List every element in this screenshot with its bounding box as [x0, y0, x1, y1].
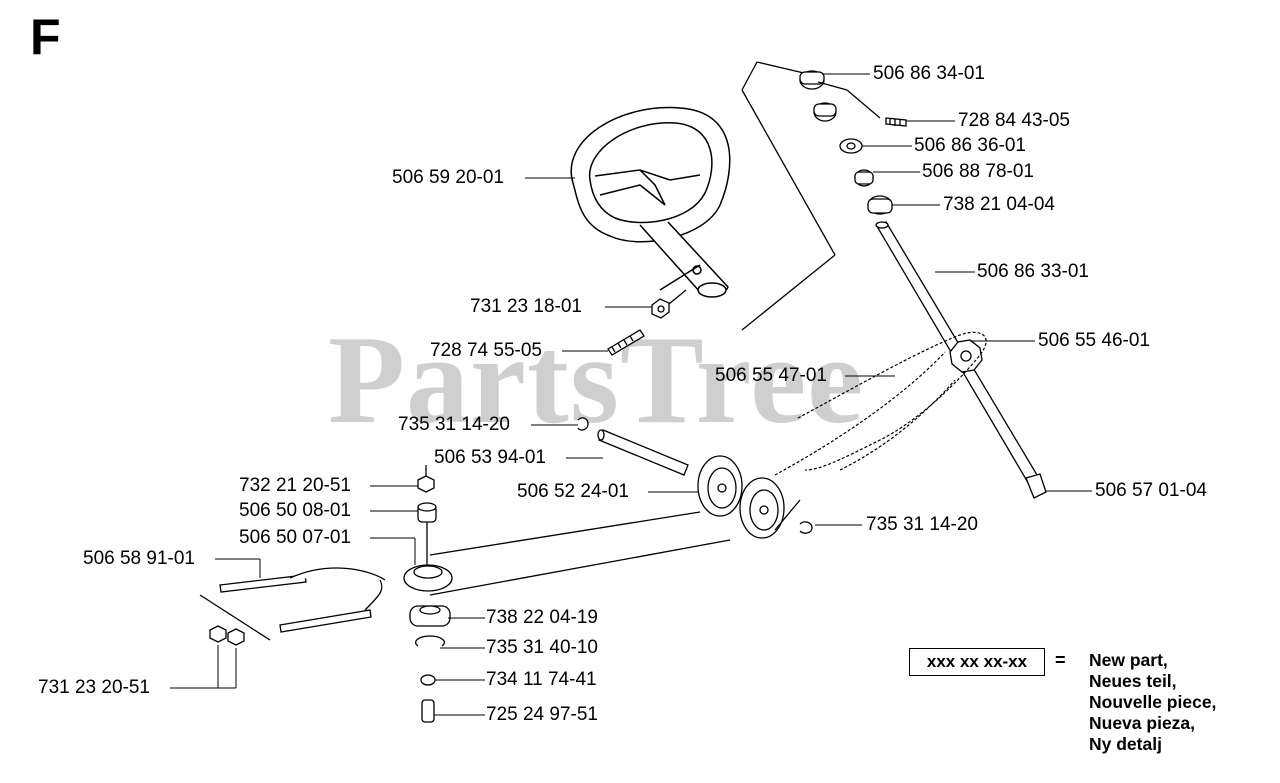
legend-placeholder-box: xxx xx xx-xx: [909, 648, 1045, 676]
part-label[interactable]: 731 23 20-51: [38, 677, 150, 698]
pulley-pair-drawing: [697, 455, 813, 539]
section-letter: F: [30, 9, 61, 65]
legend-line: Neues teil,: [1089, 671, 1177, 691]
part-label[interactable]: 732 21 20-51: [239, 475, 351, 496]
part-label[interactable]: 506 58 91-01: [83, 548, 195, 569]
belt-drawing: [429, 499, 801, 596]
legend-line: Nouvelle piece,: [1089, 692, 1217, 712]
part-label[interactable]: 506 50 08-01: [239, 500, 351, 521]
pin-shaft-drawing: [577, 417, 689, 476]
legend-line: New part,: [1089, 650, 1168, 670]
legend-line: Ny detalj: [1089, 734, 1162, 754]
part-label[interactable]: 728 74 55-05: [430, 340, 542, 361]
part-label[interactable]: 506 55 47-01: [715, 365, 827, 386]
part-label[interactable]: 738 22 04-19: [486, 607, 598, 628]
legend-equals: =: [1055, 650, 1066, 670]
part-label[interactable]: 738 21 04-04: [943, 194, 1055, 215]
part-label[interactable]: 506 50 07-01: [239, 527, 351, 548]
shaft-bushing-stack: [799, 70, 907, 215]
part-label[interactable]: 735 31 14-20: [398, 414, 510, 435]
leader-lines: [170, 73, 1092, 716]
legend-line: Nueva pieza,: [1089, 713, 1196, 733]
sprocket-drawing: [949, 339, 983, 373]
part-label[interactable]: 506 86 33-01: [977, 261, 1089, 282]
chain-drawing: [774, 331, 987, 476]
part-label[interactable]: 734 11 74-41: [486, 669, 597, 690]
part-label[interactable]: 506 53 94-01: [434, 447, 546, 468]
part-label[interactable]: 735 31 40-10: [486, 637, 598, 658]
part-label[interactable]: 735 31 14-20: [866, 514, 978, 535]
tie-rods-drawing: [199, 567, 386, 646]
part-label[interactable]: 728 84 43-05: [958, 110, 1070, 131]
lower-pulley-stack: [403, 465, 453, 723]
part-label[interactable]: 506 57 01-04: [1095, 480, 1207, 501]
part-label[interactable]: 506 52 24-01: [517, 481, 629, 502]
part-label[interactable]: 506 88 78-01: [922, 161, 1034, 182]
steering-wheel-drawing: [570, 106, 731, 298]
part-label[interactable]: 506 55 46-01: [1038, 330, 1150, 351]
legend-text: New part, Neues teil, Nouvelle piece, Nu…: [1089, 650, 1216, 755]
part-label[interactable]: 725 24 97-51: [486, 704, 598, 725]
nut-and-screw-drawing: [607, 289, 687, 356]
part-label[interactable]: 506 86 36-01: [914, 135, 1026, 156]
part-label[interactable]: 731 23 18-01: [470, 296, 582, 317]
steering-column-frame: [741, 61, 836, 331]
part-label[interactable]: 506 59 20-01: [392, 167, 504, 188]
part-label[interactable]: 506 86 34-01: [873, 63, 985, 84]
